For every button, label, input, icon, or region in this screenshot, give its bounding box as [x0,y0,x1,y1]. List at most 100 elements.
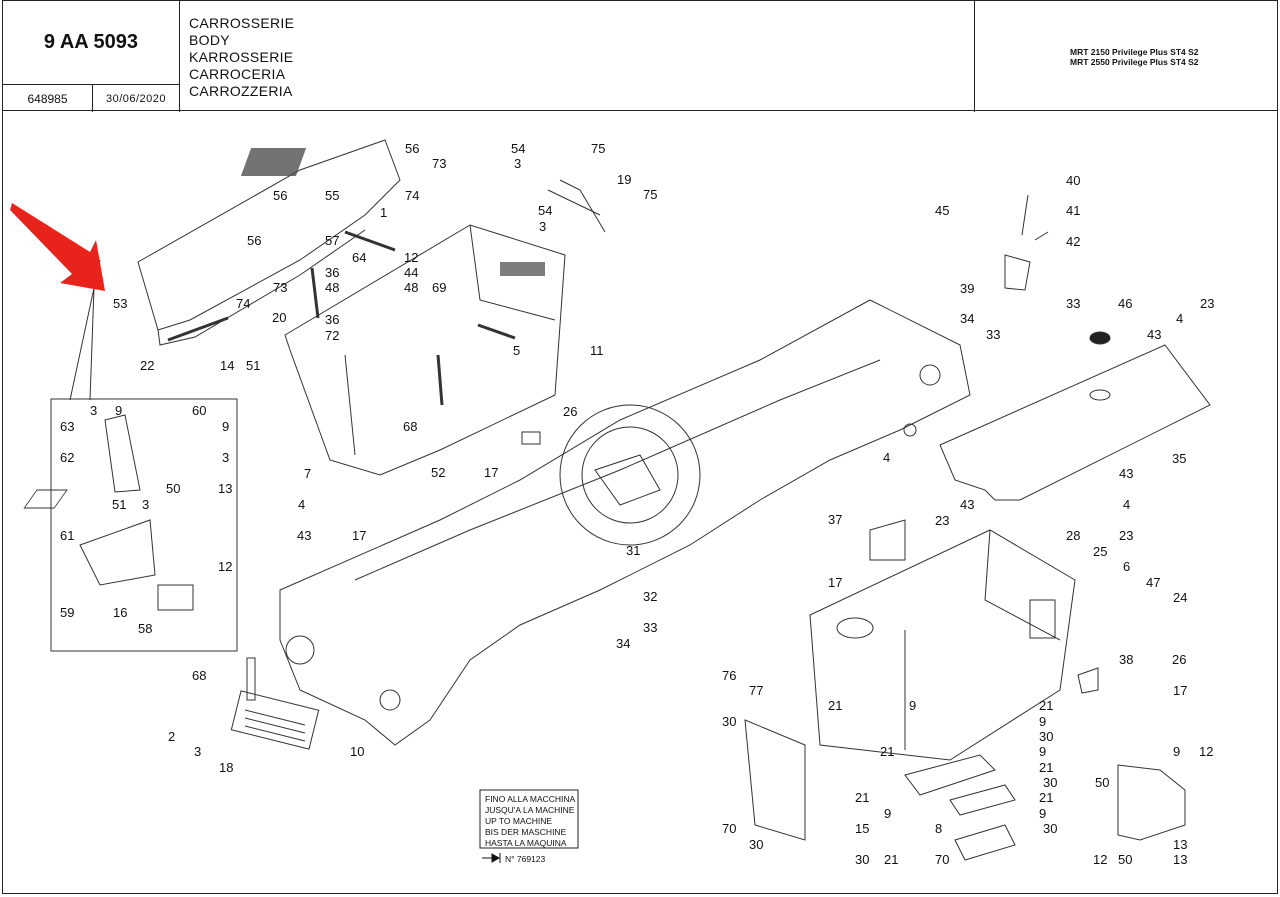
callout: 4 [883,450,890,465]
callout: 52 [431,465,445,480]
step-middle-drawing [949,784,1016,816]
hood-cover-drawing [137,139,401,331]
callout: 53 [113,296,127,311]
callout: 11 [590,343,604,358]
callout: 3 [514,156,521,171]
callout: 73 [273,280,287,295]
callout: 51 [112,497,126,512]
callout: 30 [722,714,736,729]
callout: 13 [218,481,232,496]
callout: 43 [1119,466,1133,481]
callout: 76 [722,668,736,683]
callout: 55 [325,188,339,203]
callout: 32 [643,589,657,604]
callout: 9 [115,403,122,418]
callout: 3 [222,450,229,465]
callout: 28 [1066,528,1080,543]
callout: 56 [247,233,261,248]
callout: 8 [935,821,942,836]
callout: 21 [880,744,894,759]
callout: 37 [828,512,842,527]
callout: 72 [325,328,339,343]
callout: 13 [1173,852,1187,867]
callout: 3 [90,403,97,418]
callout: 30 [855,852,869,867]
callout: 39 [960,281,974,296]
chassis-frame-drawing [279,299,971,746]
title-it: CARROZZERIA [189,83,293,99]
callout: 9 [1039,806,1046,821]
callout: 43 [1147,327,1161,342]
callout: 12 [218,559,232,574]
callout: 21 [855,790,869,805]
callout: 9 [1039,714,1046,729]
callout: 74 [236,296,250,311]
step-upper-drawing [904,754,996,796]
callout: 10 [350,744,364,759]
legend-line: BIS DER MASCHINE [485,827,567,837]
callout: 3 [539,219,546,234]
callout: 36 [325,265,339,280]
callout: 9 [884,806,891,821]
callout: 43 [960,497,974,512]
rear-housing-drawing [284,224,566,476]
callout: 35 [1172,451,1186,466]
diagram-frame [2,111,1278,894]
title-es: CARROCERIA [189,66,286,82]
title-de: KARROSSERIE [189,49,294,65]
callout: 23 [1200,296,1214,311]
red-pointer-arrow [10,203,105,291]
callout: 16 [113,605,127,620]
callout: 62 [60,450,74,465]
legend-line: HASTA LA MAQUINA [485,838,567,848]
callout: 56 [405,141,419,156]
callout: 54 [538,203,552,218]
callout: 26 [563,404,577,419]
callout: 1 [380,205,387,220]
title-fr: CARROSSERIE [189,15,295,31]
callout: 45 [935,203,949,218]
callout: 43 [297,528,311,543]
callout: 18 [219,760,233,775]
callout: 9 [909,698,916,713]
callout: 69 [432,280,446,295]
callout: 12 [404,250,418,265]
detail-inset-box [50,398,238,652]
callout: 75 [591,141,605,156]
callout: 6 [1123,559,1130,574]
callout: 50 [1118,852,1132,867]
callout: 63 [60,419,74,434]
callout: 46 [1118,296,1132,311]
callout: 17 [352,528,366,543]
callout: 68 [192,668,206,683]
callout: 31 [626,543,640,558]
callout: 21 [1039,760,1053,775]
callout: 9 [1173,744,1180,759]
callout: 3 [142,497,149,512]
callout: 24 [1173,590,1187,605]
document-date: 30/06/2020 [93,85,180,112]
callout: 26 [1172,652,1186,667]
title-block: 9 AA 5093 648985 30/06/2020 CARROSSERIE … [2,0,1278,112]
callout: 13 [1173,837,1187,852]
step-lower-drawing [954,824,1016,861]
callout: 4 [298,497,305,512]
callout: 15 [855,821,869,836]
callout-labels: 56 73 56 55 74 1 57 56 73 74 20 53 22 64… [60,141,1214,867]
callout: 33 [643,620,657,635]
callout: 25 [1093,544,1107,559]
legend-serial: N° 769123 [505,854,546,864]
callout: 9 [222,419,229,434]
callout: 20 [272,310,286,325]
callout: 48 [404,280,418,295]
callout: 74 [405,188,419,203]
callout: 34 [616,636,630,651]
section-titles: CARROSSERIE BODY KARROSSERIE CARROCERIA … [180,1,975,112]
callout: 9 [1039,744,1046,759]
callout: 36 [325,312,339,327]
callout: 58 [138,621,152,636]
model-list: MRT 2150 Privilege Plus ST4 S2 MRT 2550 … [975,1,1277,112]
callout: 47 [1146,575,1160,590]
callout: 40 [1066,173,1080,188]
callout: 30 [1039,729,1053,744]
